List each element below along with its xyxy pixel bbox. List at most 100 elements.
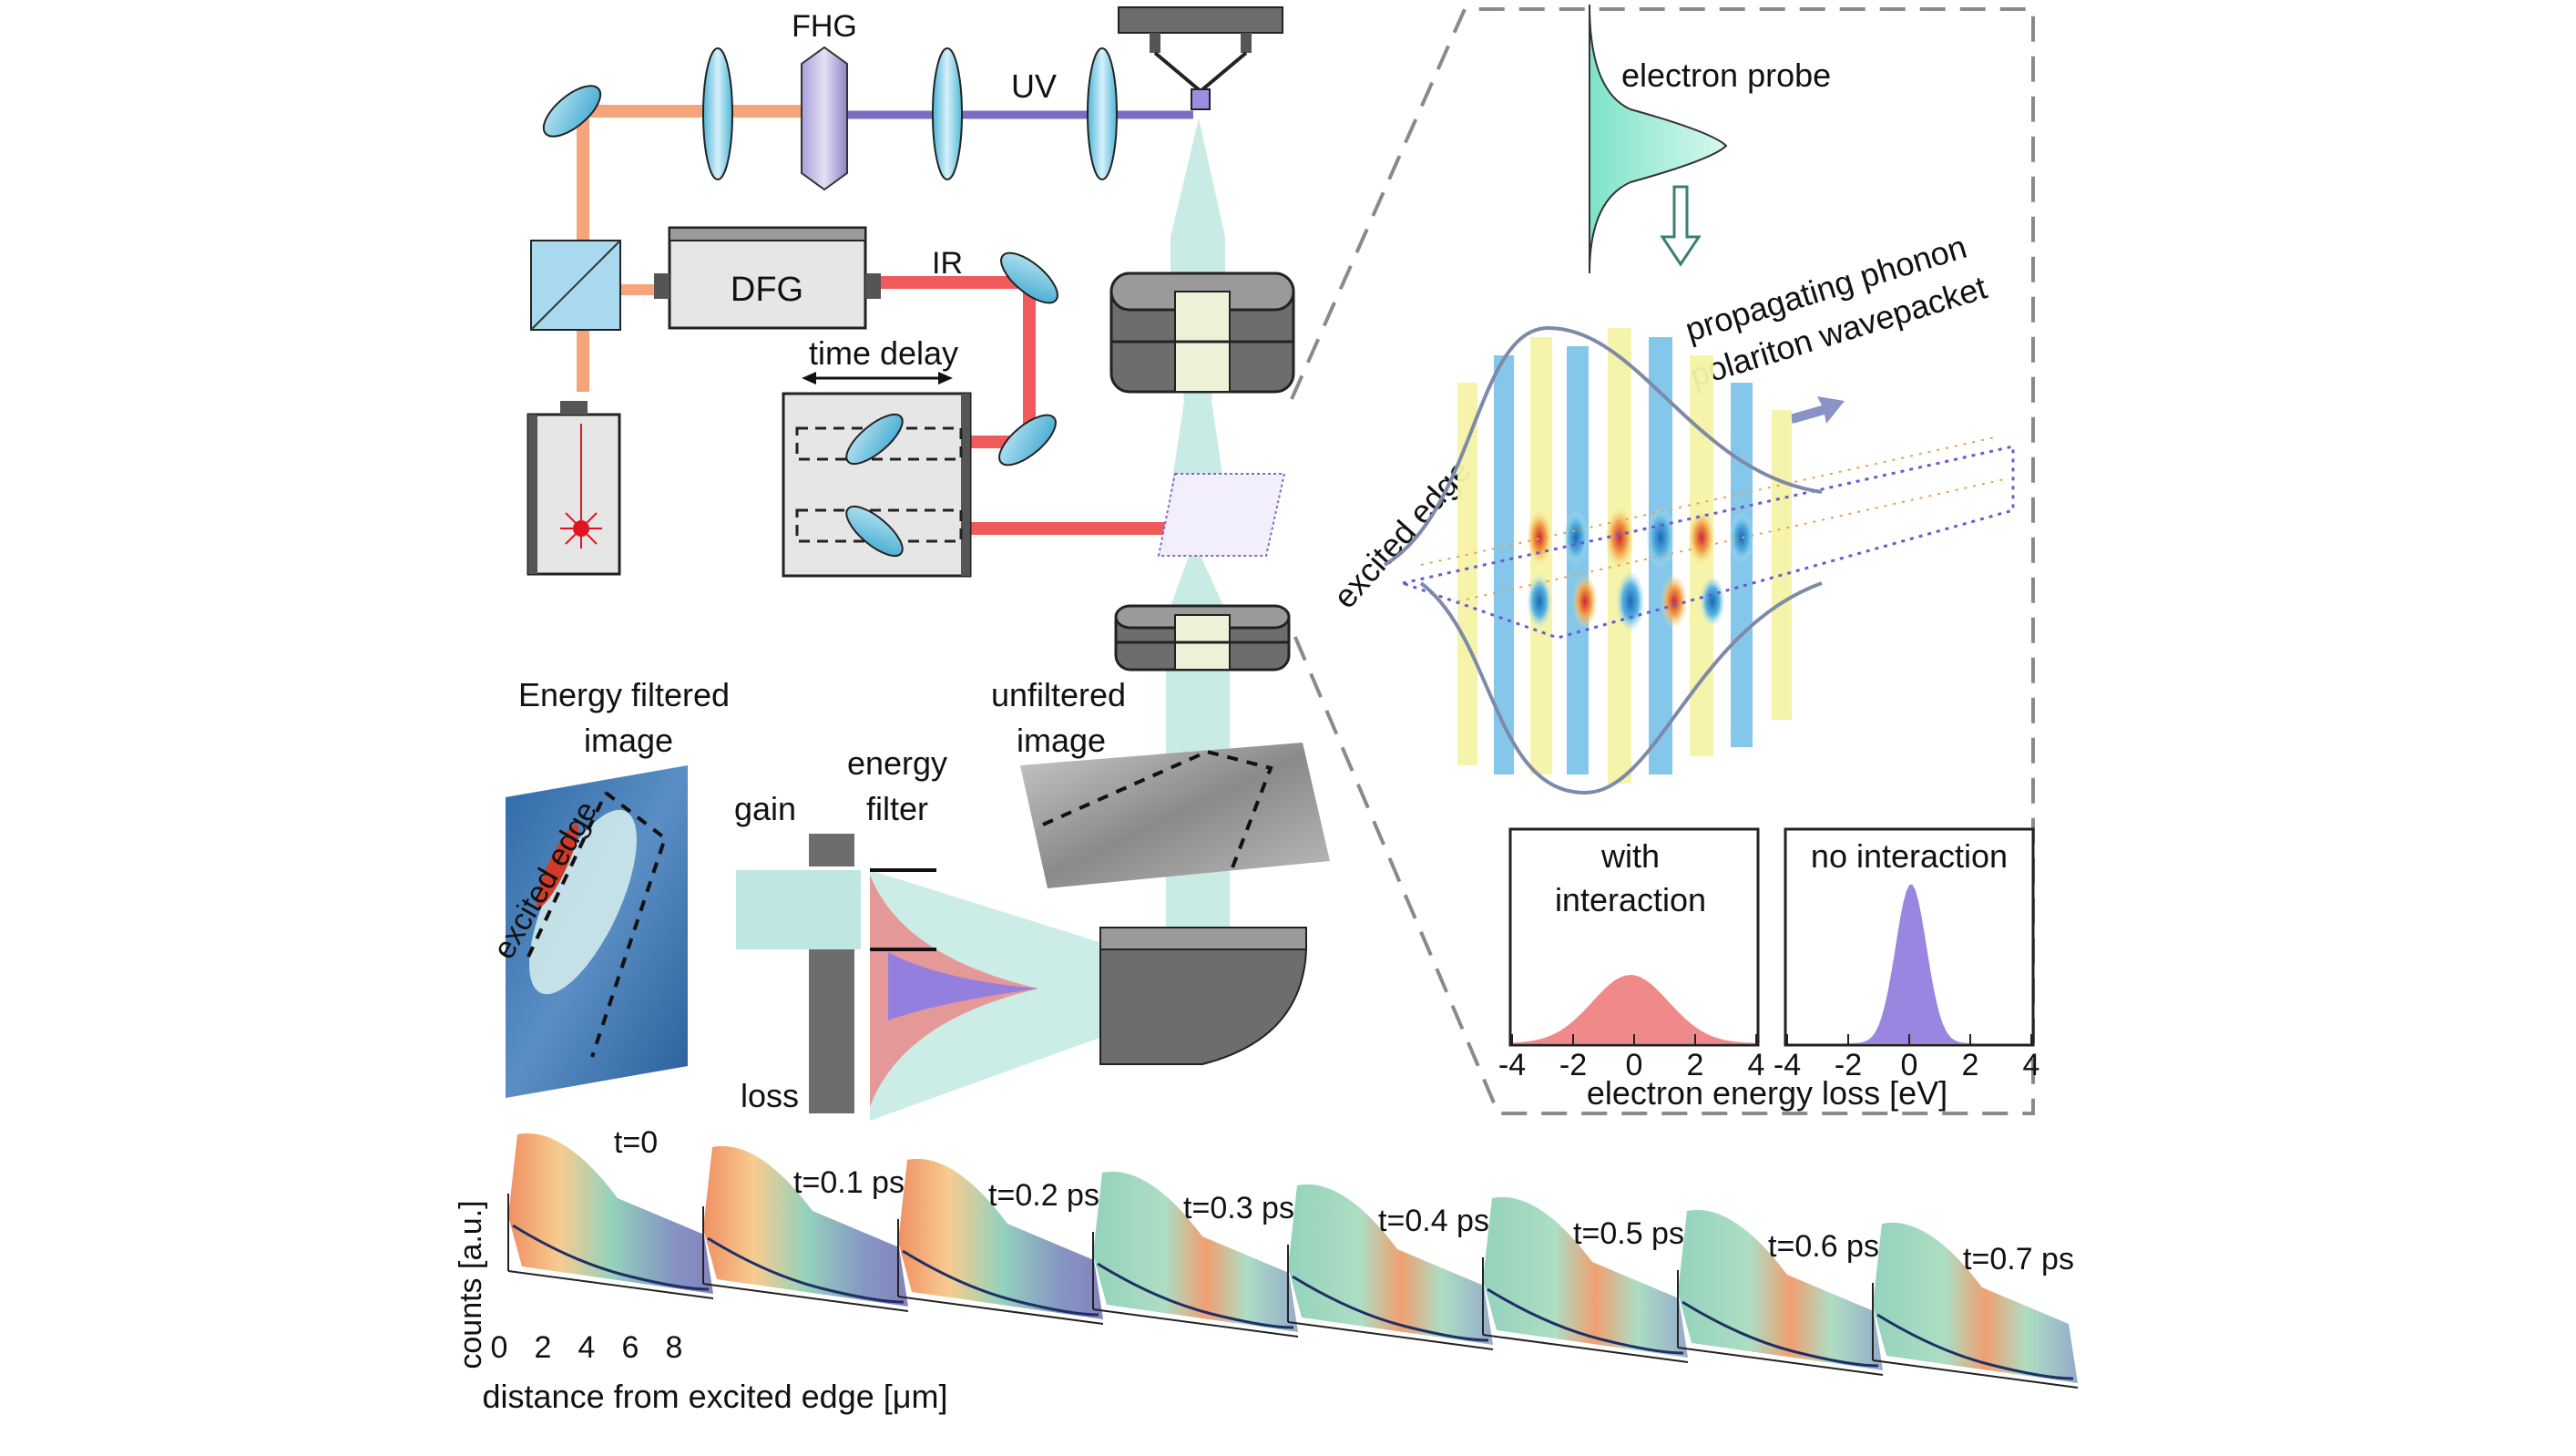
dfg-port-right <box>865 273 881 299</box>
electron-gun-arms <box>1153 51 1248 94</box>
polariton-wavepacket <box>1457 328 1792 784</box>
timeseries-surface <box>1678 1209 1883 1370</box>
lens-3 <box>1087 47 1118 180</box>
mirror-top-left <box>542 85 602 138</box>
ir-mirror-1 <box>1000 251 1058 304</box>
timeseries-projection-curve <box>1682 1300 1879 1368</box>
timeseries-time-label: t=0.2 ps <box>988 1178 1099 1213</box>
timeseries-xtick-label: 2 <box>535 1330 552 1365</box>
timeseries-projection-curve <box>902 1249 1099 1317</box>
spectrometer-magnet <box>1099 948 1308 1065</box>
spectrometer-top <box>1099 927 1307 950</box>
lens-2 <box>932 47 963 180</box>
sample-flake <box>1157 473 1286 557</box>
spectrum-without-title: no interaction <box>1811 837 2008 875</box>
timeseries-surface <box>898 1158 1103 1319</box>
dfg-box-top <box>669 227 866 241</box>
spectrum-with-tick-label: 2 <box>1687 1048 1704 1082</box>
timeseries-xaxis <box>1872 1359 2079 1389</box>
timeseries-time-label: t=0.5 ps <box>1573 1216 1684 1251</box>
timeseries-xlabel: distance from excited edge [μm] <box>483 1378 948 1415</box>
laser-box <box>526 413 621 576</box>
electron-gun-post-left <box>1150 33 1160 53</box>
timeseries-panel: t=0.2 ps <box>897 1158 1104 1325</box>
timeseries-surface <box>508 1133 713 1294</box>
delay-stage-side <box>961 394 970 576</box>
filtered-image-bright-region <box>529 809 637 995</box>
spectrum-without-curve <box>1787 884 2031 1043</box>
timeseries-xaxis <box>897 1296 1104 1325</box>
fhg-label: FHG <box>792 9 857 44</box>
unfiltered-title-1: unfiltered <box>991 676 1126 713</box>
delay-mirror-2 <box>845 506 904 557</box>
timeseries-panel: t=0.7 ps <box>1872 1222 2079 1389</box>
photocathode-tip <box>1191 88 1211 110</box>
laser-aperture <box>560 401 588 415</box>
unfiltered-image-region-outline <box>1042 749 1273 876</box>
timeseries-panel: t=0.6 ps <box>1677 1209 1884 1376</box>
timeseries-time-label: t=0.7 ps <box>1963 1242 2074 1277</box>
timeseries-projection-curve <box>512 1224 710 1291</box>
timeseries-xaxis <box>1482 1334 1689 1363</box>
dfg-label: DFG <box>731 271 803 309</box>
timeseries-panel: t=0.3 ps <box>1092 1171 1299 1338</box>
filtered-image-region-outline <box>526 791 668 1058</box>
spectrum-with-title-1: with <box>1600 837 1660 875</box>
spectrum-without-tick-label: 4 <box>2023 1048 2040 1082</box>
ir-label: IR <box>932 246 963 281</box>
electron-gun-post-right <box>1241 33 1252 53</box>
timeseries-time-label: t=0.3 ps <box>1183 1191 1294 1225</box>
ir-mirror-2 <box>998 414 1057 467</box>
timeseries-xtick-label: 0 <box>491 1330 508 1365</box>
timeseries-time-label: t=0 <box>614 1125 658 1160</box>
filtered-beam <box>736 870 861 949</box>
spectrum-with-tick-label: -2 <box>1559 1048 1587 1082</box>
laser-burst-icon <box>560 424 602 549</box>
inset-outline <box>1290 7 2035 1115</box>
envelope-upper <box>1383 325 1823 567</box>
electron-probe-pulse <box>1589 4 1728 274</box>
crystal-lattice-row-1 <box>1420 436 1996 566</box>
delay-arrow-head-left <box>802 372 816 385</box>
electron-gun-top <box>1118 6 1283 34</box>
timeseries-ylabel: counts [a.u.] <box>454 1200 488 1369</box>
timeseries-xaxis <box>1092 1308 1299 1338</box>
propagation-arrow-icon <box>1790 396 1845 424</box>
beam-splitter-diagonal <box>530 240 621 331</box>
timeseries-xtick-label: 8 <box>666 1330 683 1365</box>
delay-arrow-head-right <box>938 372 953 385</box>
slit-lower <box>809 949 854 1113</box>
timeseries-xaxis <box>702 1283 909 1312</box>
electron-probe-label: electron probe <box>1621 56 1831 94</box>
gain-label: gain <box>734 790 796 827</box>
time-delay-label: time delay <box>809 334 958 372</box>
timeseries-panel: t=0.5 ps <box>1482 1196 1689 1363</box>
spectrum-with-tick-label: 4 <box>1748 1048 1765 1082</box>
timeseries-projection-curve <box>1097 1262 1294 1329</box>
imaging-section: Energy filtered image excited edge gain … <box>486 676 1330 1121</box>
timeseries-projection-curve <box>1292 1275 1489 1342</box>
no-interaction-distribution-icon <box>888 952 1038 1020</box>
timeseries-xaxis <box>507 1270 714 1299</box>
unfiltered-title-2: image <box>1017 722 1106 759</box>
timeseries-panel: t=0 <box>507 1125 714 1299</box>
energy-filtered-title-2: image <box>584 722 673 759</box>
timeseries-time-label: t=0.1 ps <box>793 1165 905 1200</box>
timeseries-xtick-label: 6 <box>622 1330 639 1365</box>
inset-excited-edge-label: excited edge <box>1325 452 1477 615</box>
spectrum-with-title-2: interaction <box>1555 881 1706 918</box>
timeseries-xaxis <box>1677 1347 1884 1376</box>
timeseries-surface <box>1873 1222 2078 1383</box>
unfiltered-image <box>1020 743 1330 888</box>
optical-setup: FHG UV DFG IR ti <box>526 6 1295 957</box>
dfg-port-left <box>654 273 670 299</box>
timeseries-xtick-label: 4 <box>578 1330 596 1365</box>
timeseries-projection-curve <box>1876 1313 2074 1380</box>
timeseries-panel: t=0.4 ps <box>1287 1184 1494 1350</box>
energy-filter-label-2: filter <box>866 790 928 827</box>
